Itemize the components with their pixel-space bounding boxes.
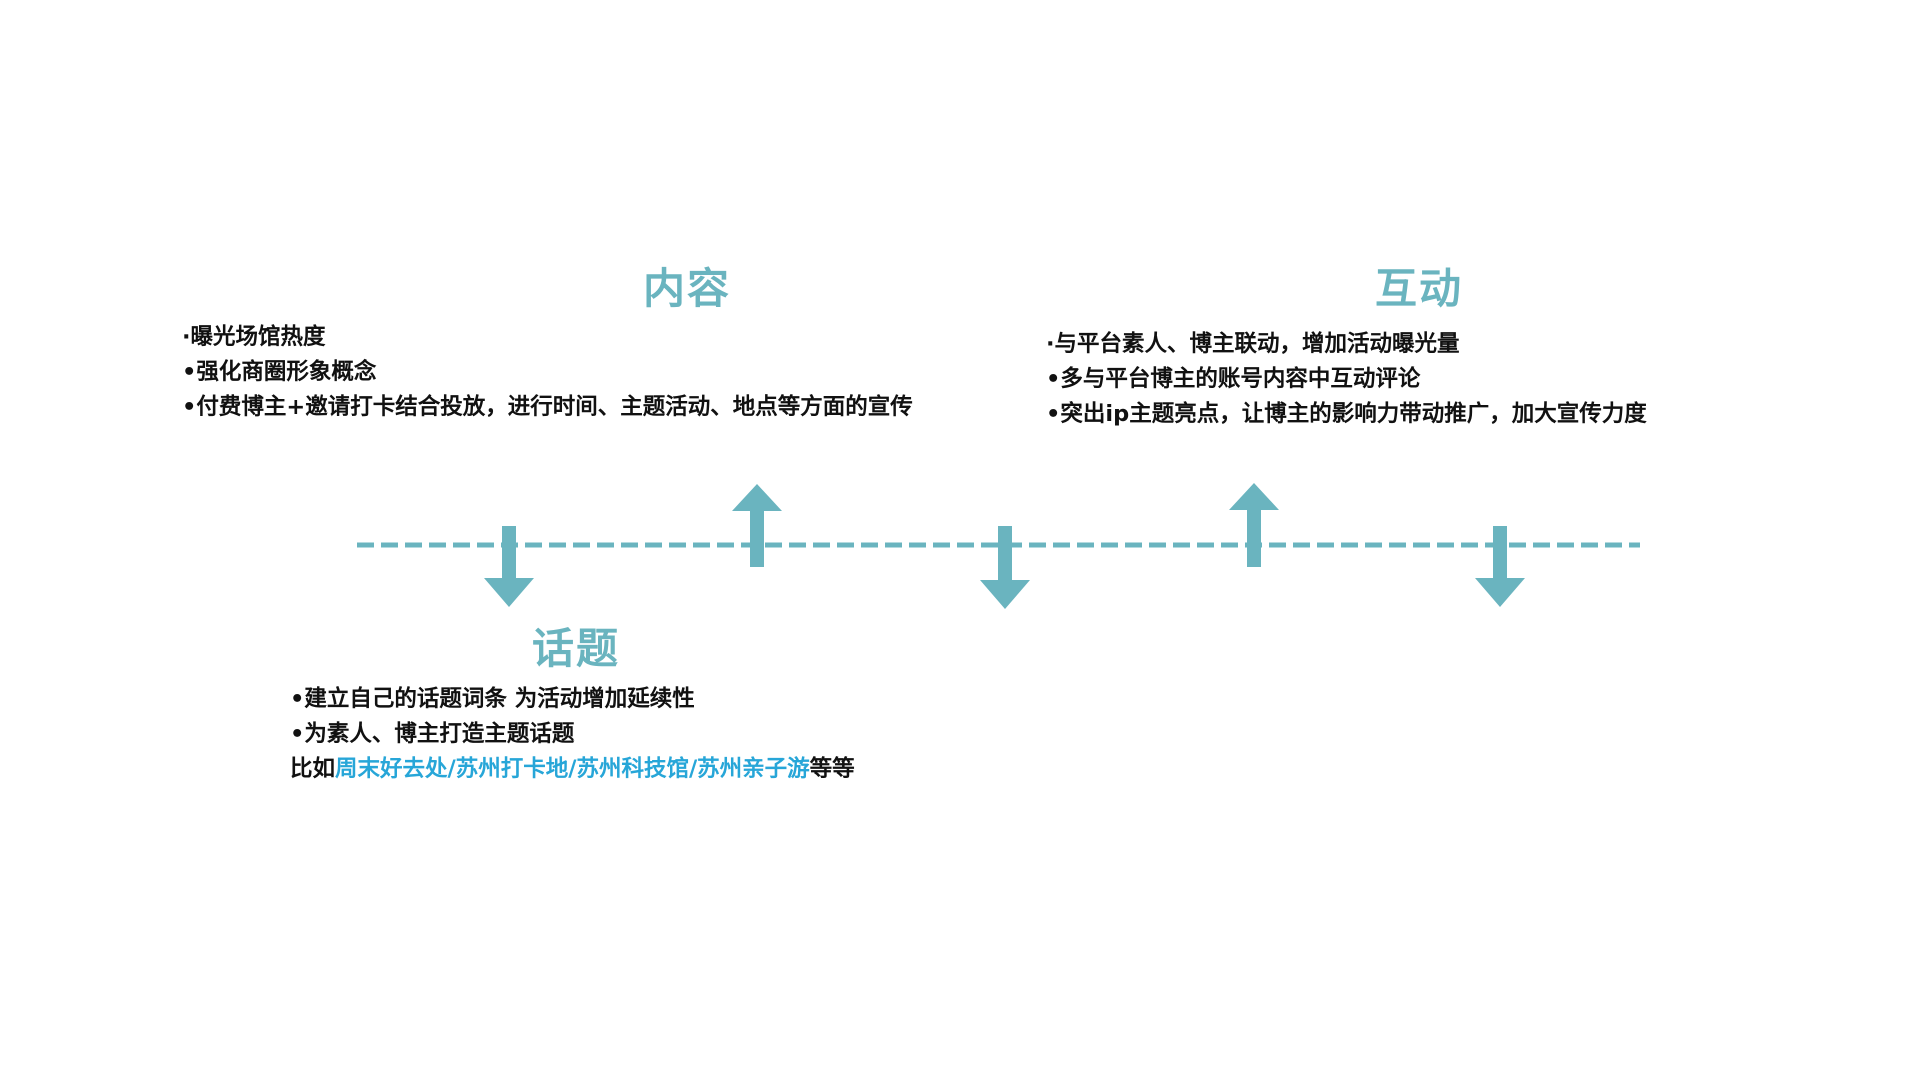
arrow-up-icon	[732, 484, 782, 567]
topic-bullet-2: •为素人、博主打造主题话题	[290, 721, 575, 747]
topic-example-tags: 周末好去处/苏州打卡地/苏州科技馆/苏州亲子游	[335, 756, 810, 782]
content-bullet-2: •强化商圈形象概念	[182, 359, 377, 385]
topic-bullet-list: •建立自己的话题词条 为活动增加延续性 •为素人、博主打造主题话题 比如周末好去…	[290, 682, 855, 787]
content-bullet-3: •付费博主+邀请打卡结合投放，进行时间、主题活动、地点等方面的宣传	[182, 394, 913, 420]
interaction-heading: 互动	[1375, 264, 1464, 313]
topic-bullet-1: •建立自己的话题词条 为活动增加延续性	[290, 686, 695, 712]
interaction-bullet-2: •多与平台博主的账号内容中互动评论	[1046, 366, 1421, 392]
interaction-bullet-3: •突出ip主题亮点，让博主的影响力带动推广，加大宣传力度	[1046, 401, 1647, 427]
arrow-down-icon	[484, 526, 534, 607]
arrow-up-icon	[1229, 483, 1279, 567]
topic-example-prefix: 比如	[290, 756, 336, 782]
topic-example-suffix: 等等	[809, 756, 855, 782]
topic-heading: 话题	[532, 624, 621, 673]
arrow-down-icon	[1475, 526, 1525, 607]
content-heading: 内容	[643, 264, 732, 313]
interaction-bullet-list: ·与平台素人、博主联动，增加活动曝光量 •多与平台博主的账号内容中互动评论 •突…	[1046, 327, 1647, 432]
interaction-bullet-1: ·与平台素人、博主联动，增加活动曝光量	[1046, 331, 1460, 357]
content-bullet-list: ·曝光场馆热度 •强化商圈形象概念 •付费博主+邀请打卡结合投放，进行时间、主题…	[182, 320, 913, 425]
arrow-down-icon	[980, 526, 1030, 609]
topic-example-line: 比如周末好去处/苏州打卡地/苏州科技馆/苏州亲子游等等	[290, 752, 855, 787]
content-bullet-1: ·曝光场馆热度	[182, 324, 326, 350]
